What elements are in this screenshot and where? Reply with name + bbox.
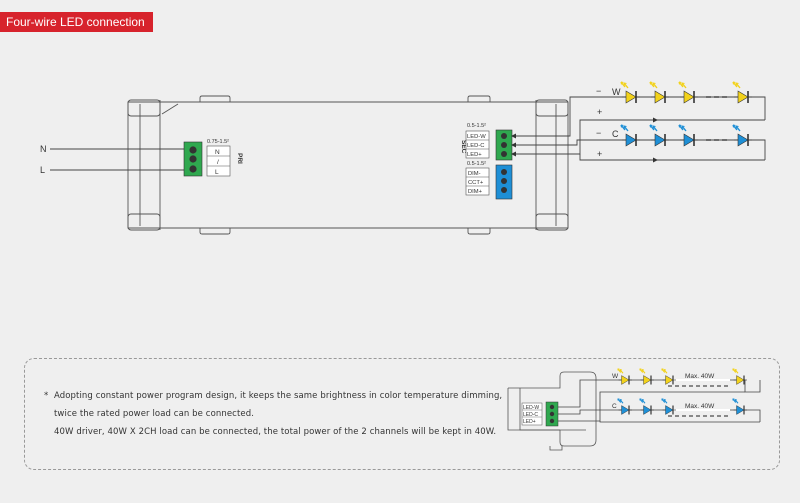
sec-led-w: LED-W [467, 134, 486, 140]
led-dashes [706, 96, 730, 141]
sec-led-plus: LED+ [467, 152, 482, 158]
mini-driver [507, 371, 597, 451]
mini-led-c: LED-C [523, 412, 538, 418]
pri-label: PRI [236, 153, 243, 164]
note-text-1: Adopting constant power program design, … [53, 391, 503, 401]
pri-terminal-block [183, 141, 203, 177]
mains-n-label: N [40, 144, 47, 154]
mini-led-cool-icon [732, 398, 747, 415]
note-bullet: * [44, 391, 49, 401]
pri-terminal-slash: / [217, 159, 219, 166]
c-minus-sign: − [596, 128, 601, 138]
mini-max-c: Max. 40W [685, 403, 715, 410]
mini-w-letter: W [612, 373, 619, 380]
led-warm-icon [649, 81, 669, 104]
led-warm-icon [620, 81, 640, 104]
note-box [24, 358, 780, 470]
output-wires [512, 96, 766, 161]
mini-led-warm-icon [617, 368, 632, 385]
w-plus-sign: + [597, 107, 602, 117]
mini-terminal-block [545, 401, 559, 427]
sec-cct-plus: CCT+ [468, 180, 484, 186]
mini-led-plus: LED+ [523, 419, 536, 425]
mini-led-cool-icon [661, 398, 676, 415]
sec-label: SEC [460, 140, 467, 154]
note-line-2: twice the rated power load can be connec… [54, 409, 254, 419]
mini-led-cool-icon [639, 398, 654, 415]
sec-led-terminal-block [495, 129, 513, 161]
sec-led-table: LED-W LED-C LED+ [465, 130, 490, 159]
mini-terminal-table: LED-W LED-C LED+ [521, 402, 543, 426]
sec-dim-minus: DIM- [468, 171, 481, 177]
led-warm-icon [732, 81, 752, 104]
sec-dim-table: DIM- CCT+ DIM+ [465, 167, 490, 196]
mini-led-cool-icon [617, 398, 632, 415]
led-warm-icon [678, 81, 698, 104]
pri-terminal-table: N / L [206, 145, 231, 177]
mini-max-w: Max. 40W [685, 373, 715, 380]
mini-led-warm-icon [639, 368, 654, 385]
section-title: Four-wire LED connection [0, 12, 153, 32]
w-channel-letter: W [612, 87, 621, 97]
mini-led-string-cool [617, 398, 747, 415]
sec-spec-top: 0.5-1.5² [467, 123, 486, 129]
pri-terminal-l: L [215, 169, 219, 176]
note-text-2: twice the rated power load can be connec… [54, 409, 255, 419]
led-string-warm [620, 81, 752, 104]
c-channel-letter: C [612, 129, 619, 139]
mini-led-w: LED-W [523, 405, 539, 411]
note-line-3: 40W driver, 40W X 2CH load can be connec… [54, 427, 496, 437]
sec-spec-bottom: 0.5-1.5² [467, 161, 486, 167]
mini-led-warm-icon [732, 368, 747, 385]
driver-body [127, 95, 569, 235]
sec-dim-plus: DIM+ [468, 189, 483, 195]
c-plus-sign: + [597, 149, 602, 159]
note-line-1: * Adopting constant power program design… [44, 391, 502, 401]
pri-spec: 0.75-1.5² [207, 139, 229, 145]
led-cool-icon [620, 124, 640, 147]
led-cool-icon [649, 124, 669, 147]
sec-led-c: LED-C [467, 143, 484, 149]
mains-l-label: L [40, 165, 45, 175]
mini-led-string-warm [617, 368, 747, 385]
led-cool-icon [678, 124, 698, 147]
note-text-3: 40W driver, 40W X 2CH load can be connec… [54, 427, 497, 437]
w-minus-sign: − [596, 86, 601, 96]
sec-dim-terminal-block [495, 164, 513, 200]
pri-terminal-n: N [215, 149, 220, 156]
mini-c-letter: C [612, 403, 617, 410]
led-cool-icon [732, 124, 752, 147]
led-string-cool [620, 124, 752, 147]
mini-led-warm-icon [661, 368, 676, 385]
